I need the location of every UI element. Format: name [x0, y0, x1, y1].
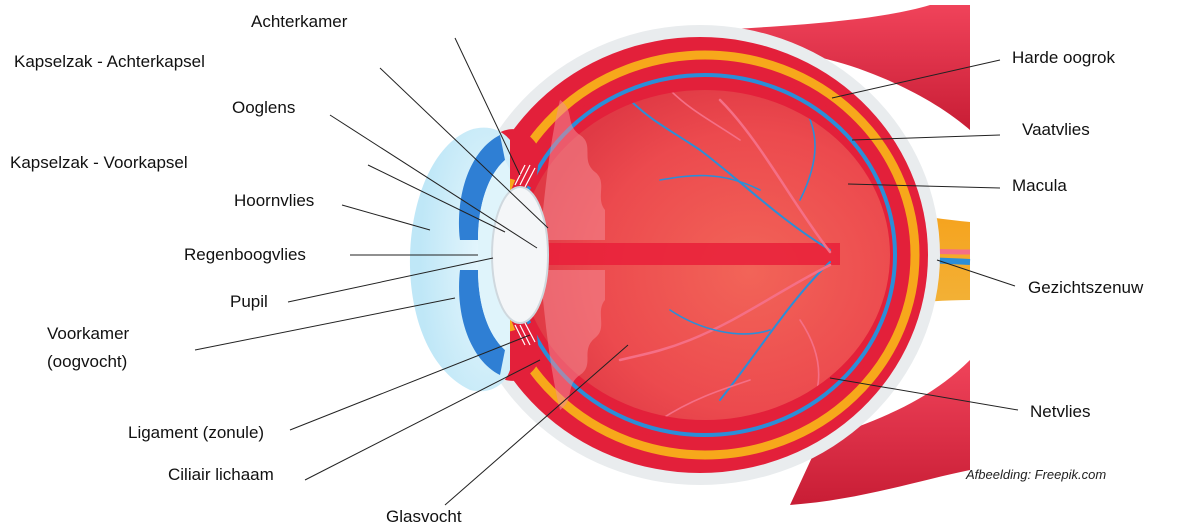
- label-kapselzak-achterkapsel: Kapselzak - Achterkapsel: [14, 50, 205, 74]
- label-achterkamer: Achterkamer: [251, 10, 347, 34]
- label-macula: Macula: [1012, 174, 1067, 198]
- lens: [492, 187, 548, 323]
- label-voorkamer-line1: Voorkamer: [47, 322, 129, 346]
- image-credit: Afbeelding: Freepik.com: [966, 467, 1106, 482]
- label-harde-oogrok: Harde oogrok: [1012, 46, 1115, 70]
- label-netvlies: Netvlies: [1030, 400, 1090, 424]
- label-kapselzak-voorkapsel: Kapselzak - Voorkapsel: [10, 151, 188, 175]
- label-voorkamer-line2: (oogvocht): [47, 350, 127, 374]
- label-gezichtszenuw: Gezichtszenuw: [1028, 276, 1143, 300]
- visual-axis-band: [520, 243, 840, 265]
- label-ciliair-lichaam: Ciliair lichaam: [168, 463, 274, 487]
- label-glasvocht: Glasvocht: [386, 505, 462, 529]
- label-vaatvlies: Vaatvlies: [1022, 118, 1090, 142]
- label-regenboogvlies: Regenboogvlies: [184, 243, 306, 267]
- label-ligament: Ligament (zonule): [128, 421, 264, 445]
- label-pupil: Pupil: [230, 290, 268, 314]
- label-hoornvlies: Hoornvlies: [234, 189, 314, 213]
- label-ooglens: Ooglens: [232, 96, 295, 120]
